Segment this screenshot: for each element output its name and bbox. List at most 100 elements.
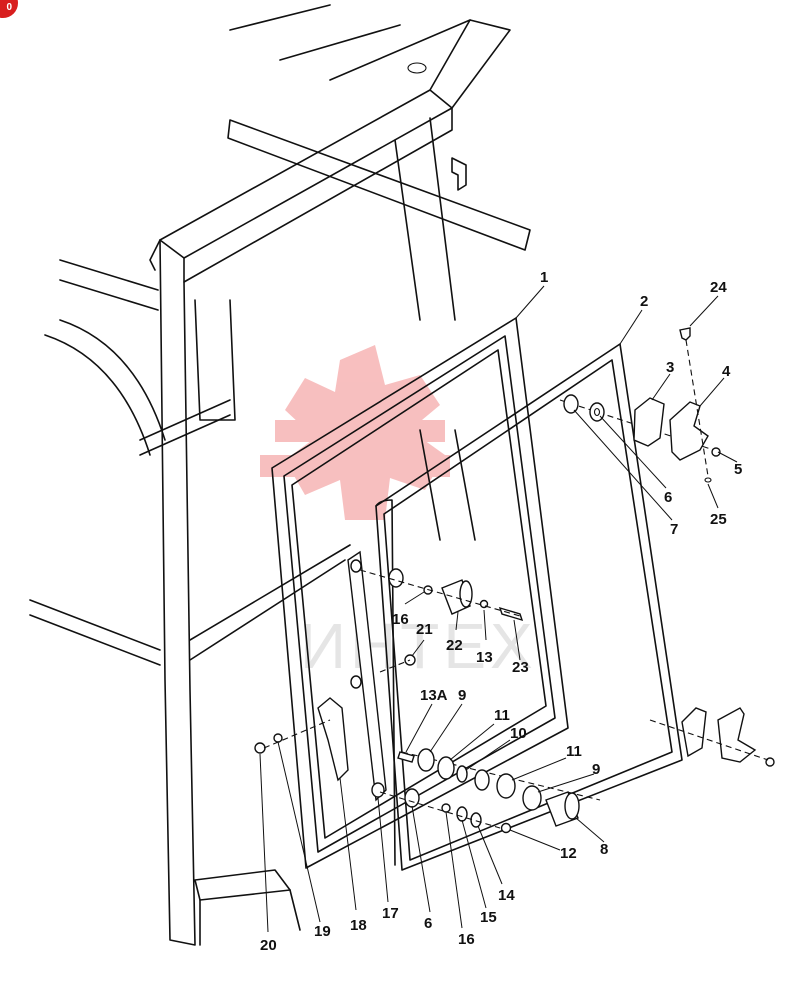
leader-11b	[511, 757, 567, 781]
callout-7: 7	[670, 521, 678, 538]
leader-12	[509, 829, 561, 851]
door-glass-2-inner	[383, 359, 673, 861]
callout-24: 24	[710, 279, 727, 296]
part-8-roller-face	[564, 792, 580, 820]
watermark-bar-1	[275, 420, 445, 442]
leader-9b	[537, 773, 595, 793]
leader-3	[651, 373, 671, 401]
part-21-axis	[379, 659, 411, 673]
frame-rear-post-lower	[419, 429, 476, 541]
callout-21: 21	[416, 621, 433, 638]
callout-6a: 6	[664, 489, 672, 506]
frame-lower-rail-2	[189, 544, 351, 641]
part-6-lower-washer	[404, 788, 420, 808]
callout-5: 5	[734, 461, 742, 478]
leader-16b	[445, 811, 463, 929]
frame-rear-post	[394, 117, 456, 321]
callout-11a: 11	[494, 707, 510, 724]
frame-window-left	[194, 299, 236, 421]
part-10-spacer	[456, 765, 468, 783]
leader-13	[483, 609, 487, 641]
leader-23	[513, 619, 521, 661]
part-24-pin	[679, 327, 691, 341]
callout-19: 19	[314, 923, 331, 940]
leader-14	[477, 825, 503, 885]
upper-hinge-assembly	[559, 327, 721, 483]
leader-9a	[429, 703, 463, 753]
leader-lines	[259, 285, 738, 933]
callout-16b: 16	[458, 931, 475, 948]
frame-left-post	[159, 239, 196, 946]
leader-6a	[599, 415, 667, 489]
part-11-disc-mid	[474, 769, 490, 791]
callout-3: 3	[666, 359, 674, 376]
leader-19	[277, 741, 321, 923]
callout-13: 13	[476, 649, 493, 666]
part-17-top-eye	[350, 559, 362, 573]
cab-frame	[29, 4, 531, 946]
door-glass-2	[375, 343, 683, 871]
corner-badge: 0	[0, 0, 18, 18]
part-12-screw	[500, 822, 512, 834]
callout-11b: 11	[566, 743, 582, 760]
handle-linkage-assembly	[254, 550, 524, 802]
leader-21	[411, 639, 425, 657]
lower-hinge-assembly	[649, 707, 775, 767]
frame-cross-bar	[227, 119, 531, 251]
part-5-screw	[711, 447, 721, 457]
frame-upper-hinge	[451, 157, 467, 191]
frame-roof-top	[229, 4, 471, 81]
watermark-text: ИНТЕХ	[300, 610, 537, 682]
frame-fender-arc-2	[59, 319, 166, 441]
lower-roller-assembly	[379, 748, 601, 834]
lower-fastener-axis	[379, 791, 501, 829]
callout-17: 17	[382, 905, 399, 922]
part-17-bottom-eye	[371, 782, 385, 798]
callout-12: 12	[560, 845, 577, 862]
lower-hinge-plate	[681, 707, 707, 758]
part-16-spacer-upper	[388, 568, 404, 588]
frame-window-left-sill	[139, 399, 231, 456]
linkage-pivot	[350, 675, 362, 689]
part-17-link-bar	[347, 550, 387, 802]
callout-18: 18	[350, 917, 367, 934]
leader-17	[377, 797, 389, 903]
leader-24	[689, 295, 719, 327]
handle-axis	[263, 719, 331, 749]
part-11-disc-right	[496, 773, 516, 799]
lower-hinge-bracket	[717, 707, 757, 763]
door-frame-1-inner	[283, 335, 556, 853]
leader-7	[573, 409, 673, 521]
callout-4: 4	[722, 363, 731, 380]
part-25-washer	[704, 477, 712, 483]
callout-10: 10	[510, 725, 527, 742]
part-22-roller-face	[459, 580, 473, 608]
frame-step-lower	[199, 889, 301, 946]
part-6-washer-hole	[593, 407, 601, 417]
callout-15: 15	[480, 909, 497, 926]
callout-23: 23	[512, 659, 529, 676]
corner-badge-label: 0	[6, 2, 12, 13]
frame-left-post-outer	[149, 239, 161, 271]
callouts: 1 2 3 4 5 6 7 24 25 16 21 22 13 23 13A 9…	[260, 269, 742, 954]
upper-roller-axis	[359, 569, 521, 617]
part-4-hinge-bracket	[669, 401, 709, 461]
leader-25	[707, 483, 719, 509]
leader-6b	[411, 805, 431, 913]
part-13a-bolt	[397, 751, 415, 763]
part-15-washer	[456, 806, 468, 822]
door-frame-1-inner-2	[291, 349, 547, 839]
frame-fender-arc	[44, 334, 151, 456]
callout-9a: 9	[458, 687, 466, 704]
leader-2	[619, 309, 643, 345]
callout-14: 14	[498, 887, 515, 904]
leader-18	[339, 777, 357, 911]
part-3-hinge-plate	[633, 397, 665, 447]
leader-11a	[449, 723, 495, 761]
frame-lower-rail	[29, 559, 346, 666]
callout-9b: 9	[592, 761, 600, 778]
leader-13a	[405, 703, 433, 753]
leader-15	[461, 819, 487, 909]
frame-roof-beam-lower	[183, 107, 453, 283]
